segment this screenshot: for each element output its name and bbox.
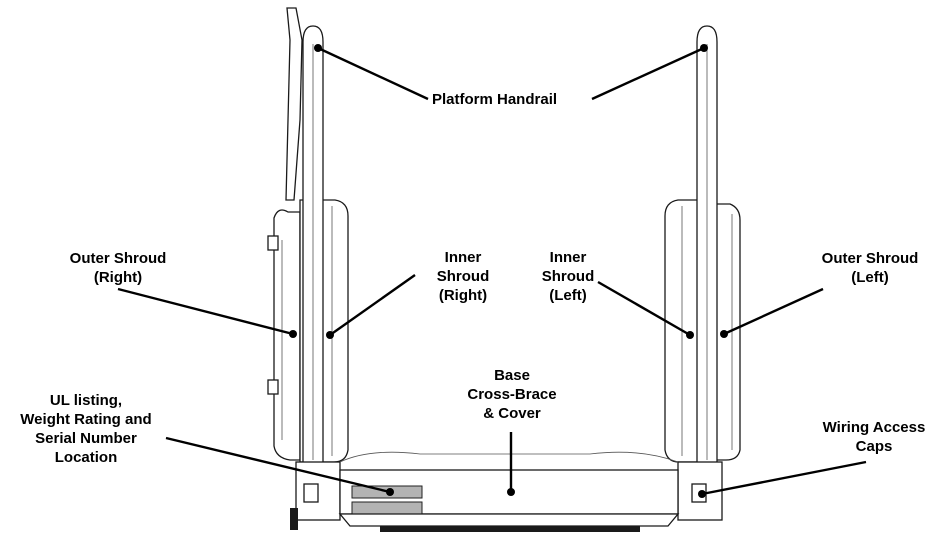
ul-listing-label: UL listing, Weight Rating and Serial Num… [20,392,152,466]
outer-shroud-right-part [273,209,301,461]
inner-shroud-right-label: Inner Shroud (Right) [436,249,490,304]
base-cross-brace-label: Base Cross-Brace & Cover [467,367,557,422]
platform-handrail-label: Platform Handrail [432,91,558,108]
left-control-strip [285,7,303,201]
left-side-assembly [267,7,349,530]
outer-shroud-left-label: Outer Shroud (Left) [821,250,919,286]
left-bracket-upper [267,235,279,251]
inner-shroud-left-label: Inner Shroud (Left) [541,249,595,304]
outer-shroud-right-label: Outer Shroud (Right) [69,250,167,286]
right-side-assembly [664,25,741,521]
leader-lines [117,44,867,498]
label-plate-bottom [351,501,423,515]
wiring-access-caps-label: Wiring Access Caps [822,419,926,455]
left-access-cap [303,483,319,503]
left-bracket-lower [267,379,279,395]
